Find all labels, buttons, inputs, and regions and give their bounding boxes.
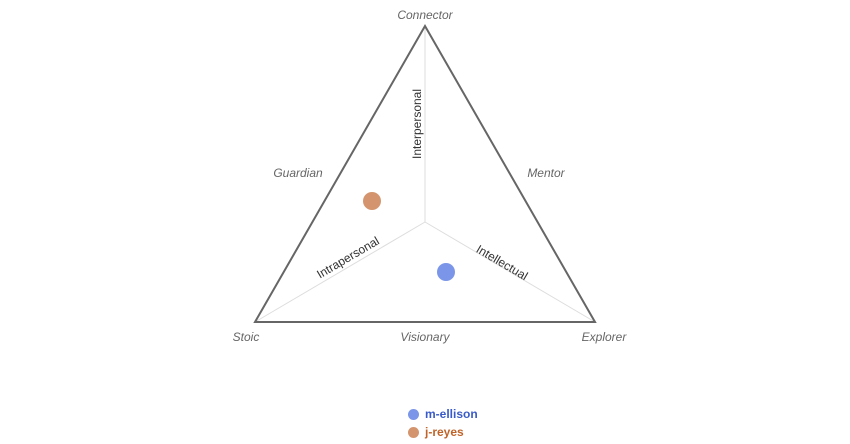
legend-item-m-ellison[interactable]: m-ellison <box>408 405 478 423</box>
triangle-outline <box>253 23 597 323</box>
legend: m-ellison j-reyes <box>408 405 478 441</box>
legend-label: m-ellison <box>425 407 478 421</box>
edge-label-visionary: Visionary <box>400 330 450 344</box>
legend-item-j-reyes[interactable]: j-reyes <box>408 423 478 441</box>
legend-label: j-reyes <box>425 425 464 439</box>
edge-label-mentor: Mentor <box>527 166 565 180</box>
vertex-label-connector: Connector <box>397 8 453 22</box>
data-point-j-reyes[interactable] <box>363 192 381 210</box>
axis-label-intrapersonal: Intrapersonal <box>314 234 381 282</box>
axis-intrapersonal <box>254 221 426 323</box>
vertex-label-stoic: Stoic <box>233 330 260 344</box>
axis-label-intellectual: Intellectual <box>474 242 531 283</box>
data-point-m-ellison[interactable] <box>437 263 455 281</box>
axis-intellectual <box>424 221 596 323</box>
axis-label-interpersonal: Interpersonal <box>410 89 424 159</box>
legend-dot-icon <box>408 408 419 420</box>
edge-label-guardian: Guardian <box>273 166 323 180</box>
legend-dot-icon <box>408 426 419 438</box>
vertex-label-explorer: Explorer <box>582 330 628 344</box>
